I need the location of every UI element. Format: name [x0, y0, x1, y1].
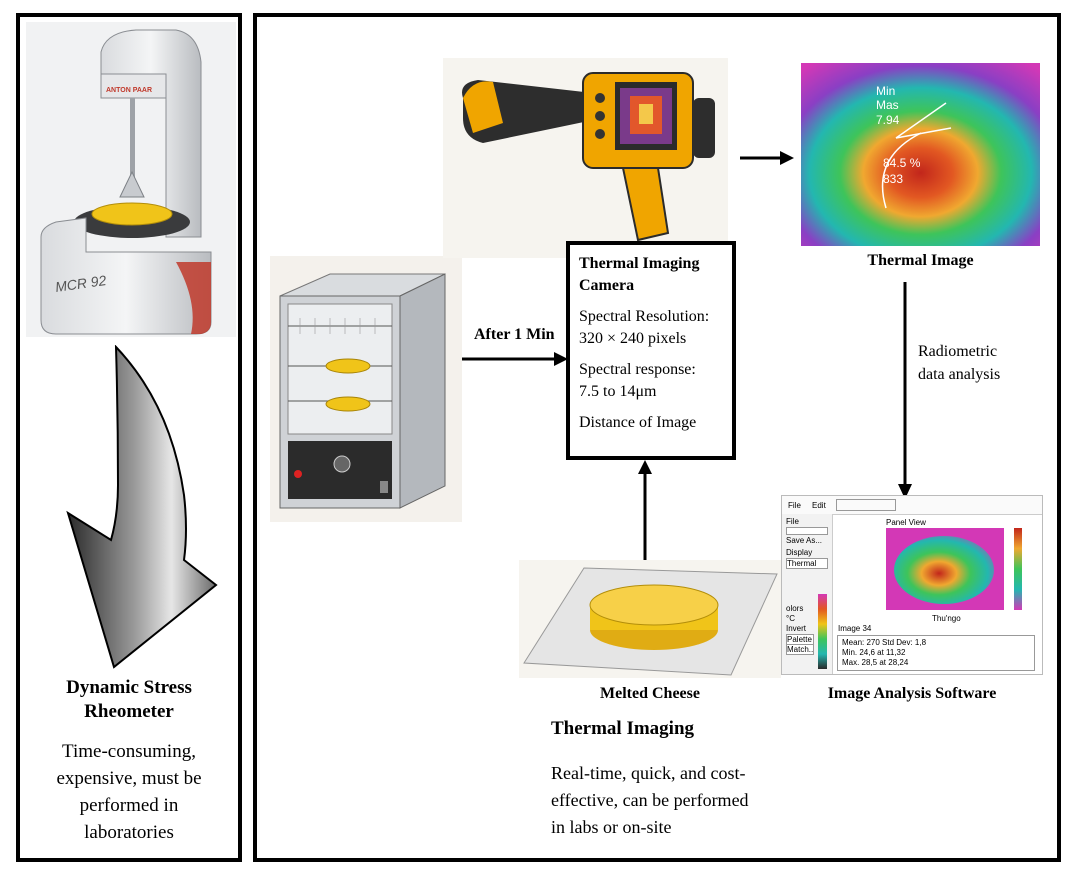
- menu-edit[interactable]: Edit: [812, 501, 826, 510]
- arrow-camera-to-image: [740, 151, 794, 165]
- distance-of-image: Distance of Image: [579, 414, 697, 431]
- camera-spec-box: Thermal Imaging Camera Spectral Resoluti…: [566, 241, 736, 460]
- radiometric-line1: Radiometric: [918, 343, 998, 360]
- toolbar-icons[interactable]: [836, 499, 896, 511]
- software-vertical-colorbar: [1014, 528, 1022, 610]
- rheometer-desc-line: laboratories: [84, 822, 174, 843]
- rheometer-model: MCR 92: [54, 272, 107, 295]
- software-menubar: File Edit: [782, 496, 1042, 515]
- panel-image-label: Thu'ngo: [932, 614, 961, 623]
- software-thermal-view: [886, 528, 1004, 610]
- spectral-resolution: Spectral Resolution: 320 × 240 pixels: [579, 306, 732, 350]
- thermal-desc-line: effective, can be performed: [551, 790, 749, 810]
- camera-title-line2: Camera: [579, 277, 635, 294]
- software-caption: Image Analysis Software: [827, 685, 997, 702]
- stats-box: Mean: 270 Std Dev: 1,8 Min. 24,6 at 11,3…: [837, 635, 1035, 671]
- menu-file[interactable]: File: [788, 501, 801, 510]
- thermal-camera-illustration: [443, 58, 728, 258]
- rheometer-title-line2: Rheometer: [84, 701, 174, 722]
- rheometer-desc-line: performed in: [79, 795, 179, 816]
- sidebar-invert[interactable]: Invert: [786, 624, 807, 633]
- spectral-resolution-line1: Spectral Resolution:: [579, 308, 710, 325]
- rheometer-title-line1: Dynamic Stress: [66, 677, 192, 698]
- thermal-image: Min Mas 7.94 84.5 % 833: [801, 63, 1040, 246]
- radiometric-label: Radiometric data analysis: [918, 340, 1000, 386]
- sidebar-colors-label: olors: [786, 604, 804, 613]
- thermal-imaging-title: Thermal Imaging: [551, 718, 695, 739]
- oven-illustration: [270, 256, 462, 522]
- thermal-overlay-min: Min: [876, 84, 895, 98]
- sidebar-colorbar: [818, 594, 827, 669]
- panel-view-label: Panel View: [886, 518, 926, 527]
- rheometer-illustration: ANTON PAAR MCR 92: [26, 22, 236, 337]
- sidebar-celsius[interactable]: °C: [786, 614, 795, 623]
- stat-min: Min. 24,6 at 11,32: [842, 648, 906, 657]
- spectral-response-line2: 7.5 to 14μm: [579, 383, 657, 400]
- arrow-image-to-software: [898, 282, 912, 499]
- spectral-response: Spectral response: 7.5 to 14μm: [579, 359, 732, 403]
- software-sidebar: File Save As... Display Thermal olors °C…: [782, 514, 833, 674]
- stat-max: Max. 28,5 at 28,24: [842, 658, 909, 667]
- sidebar-thermal-select[interactable]: Thermal: [786, 558, 828, 569]
- melted-cheese-illustration: [519, 560, 781, 678]
- stat-mean: Mean: 270 Std Dev: 1,8: [842, 638, 927, 647]
- sidebar-display-label: Display: [786, 548, 813, 557]
- camera-title-line1: Thermal Imaging: [579, 255, 700, 272]
- software-screenshot: File Edit File Save As... Display Therma…: [781, 495, 1043, 675]
- arrow-label: After 1 Min: [474, 326, 555, 343]
- spectral-resolution-line2: 320 × 240 pixels: [579, 330, 687, 347]
- arrow-oven-to-camera: [462, 352, 568, 366]
- rheometer-desc-line: Time-consuming,: [62, 741, 196, 762]
- thermal-desc-line: in labs or on-site: [551, 817, 672, 837]
- thermal-imaging-description: Real-time, quick, and cost- effective, c…: [551, 760, 749, 841]
- rheometer-brand: ANTON PAAR: [106, 87, 152, 94]
- rheometer-description: Time-consuming, expensive, must be perfo…: [20, 738, 238, 846]
- rheometer-desc-line: expensive, must be: [56, 768, 202, 789]
- thermal-image-caption: Thermal Image: [867, 252, 974, 269]
- sidebar-file-label: File: [786, 517, 799, 526]
- spectral-response-line1: Spectral response:: [579, 361, 696, 378]
- sidebar-file-field[interactable]: [786, 527, 828, 535]
- stat-image-label: Image 34: [838, 624, 872, 633]
- thermal-overlay-val2: 833: [883, 172, 903, 186]
- rheometer-title: Dynamic Stress Rheometer: [20, 676, 238, 724]
- camera-box-title: Thermal Imaging Camera: [579, 253, 732, 297]
- thermal-overlay-val1: 7.94: [876, 113, 900, 127]
- thermal-overlay-mas: Mas: [876, 98, 899, 112]
- radiometric-line2: data analysis: [918, 366, 1001, 383]
- cheese-caption: Melted Cheese: [600, 685, 700, 702]
- curved-arrow-icon: [66, 345, 218, 669]
- thermal-desc-line: Real-time, quick, and cost-: [551, 763, 746, 783]
- sidebar-match-button[interactable]: Match..: [786, 644, 814, 655]
- sidebar-save-as[interactable]: Save As...: [786, 536, 823, 545]
- thermal-overlay-pct: 84.5 %: [883, 156, 921, 170]
